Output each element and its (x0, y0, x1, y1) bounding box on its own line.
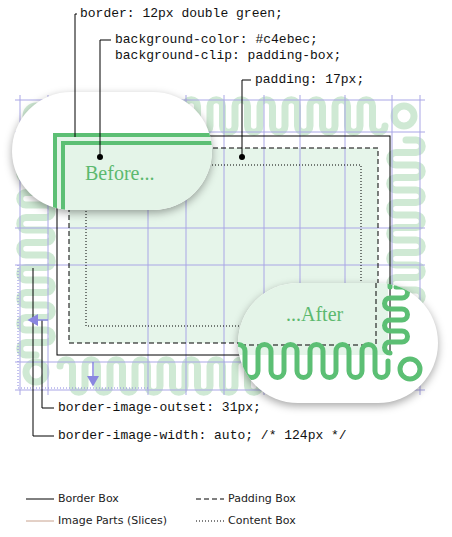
legend-sample (196, 494, 224, 504)
corner-loop (400, 359, 420, 379)
bubble-art (238, 283, 438, 403)
slice-grid (15, 95, 425, 395)
bubble-caption: ...After (286, 303, 343, 326)
legend-text: Border Box (58, 492, 119, 506)
legend-sample (26, 516, 54, 526)
wave-stroke (238, 345, 388, 378)
wave-stroke (388, 283, 393, 287)
bubble-art (12, 92, 212, 210)
property-label: border: 12px double green; (80, 6, 283, 22)
legend-text: Image Parts (Slices) (58, 514, 167, 528)
corner-loop (394, 106, 414, 126)
property-label: background-clip: padding-box; (115, 48, 341, 64)
padding-box (69, 148, 378, 343)
border-box (57, 136, 390, 355)
legend-text: Padding Box (228, 492, 296, 506)
property-label: padding: 17px; (255, 72, 364, 88)
leader-lines (33, 14, 251, 436)
legend-sample (26, 494, 54, 504)
wave-stroke (385, 287, 408, 353)
corner-loop (26, 362, 46, 382)
bubble-caption: Before... (85, 162, 154, 185)
legend-text: Content Box (228, 514, 296, 528)
zoom-bubble: ...After (238, 283, 438, 403)
property-label: border-image-outset: 31px; (58, 400, 261, 416)
property-label: background-color: #c4ebec; (115, 32, 318, 48)
outset-arrows (18, 265, 148, 388)
property-label: border-image-width: auto; /* 124px */ (58, 428, 347, 444)
legend-sample (196, 516, 224, 526)
zoom-bubble: Before... (12, 92, 212, 210)
